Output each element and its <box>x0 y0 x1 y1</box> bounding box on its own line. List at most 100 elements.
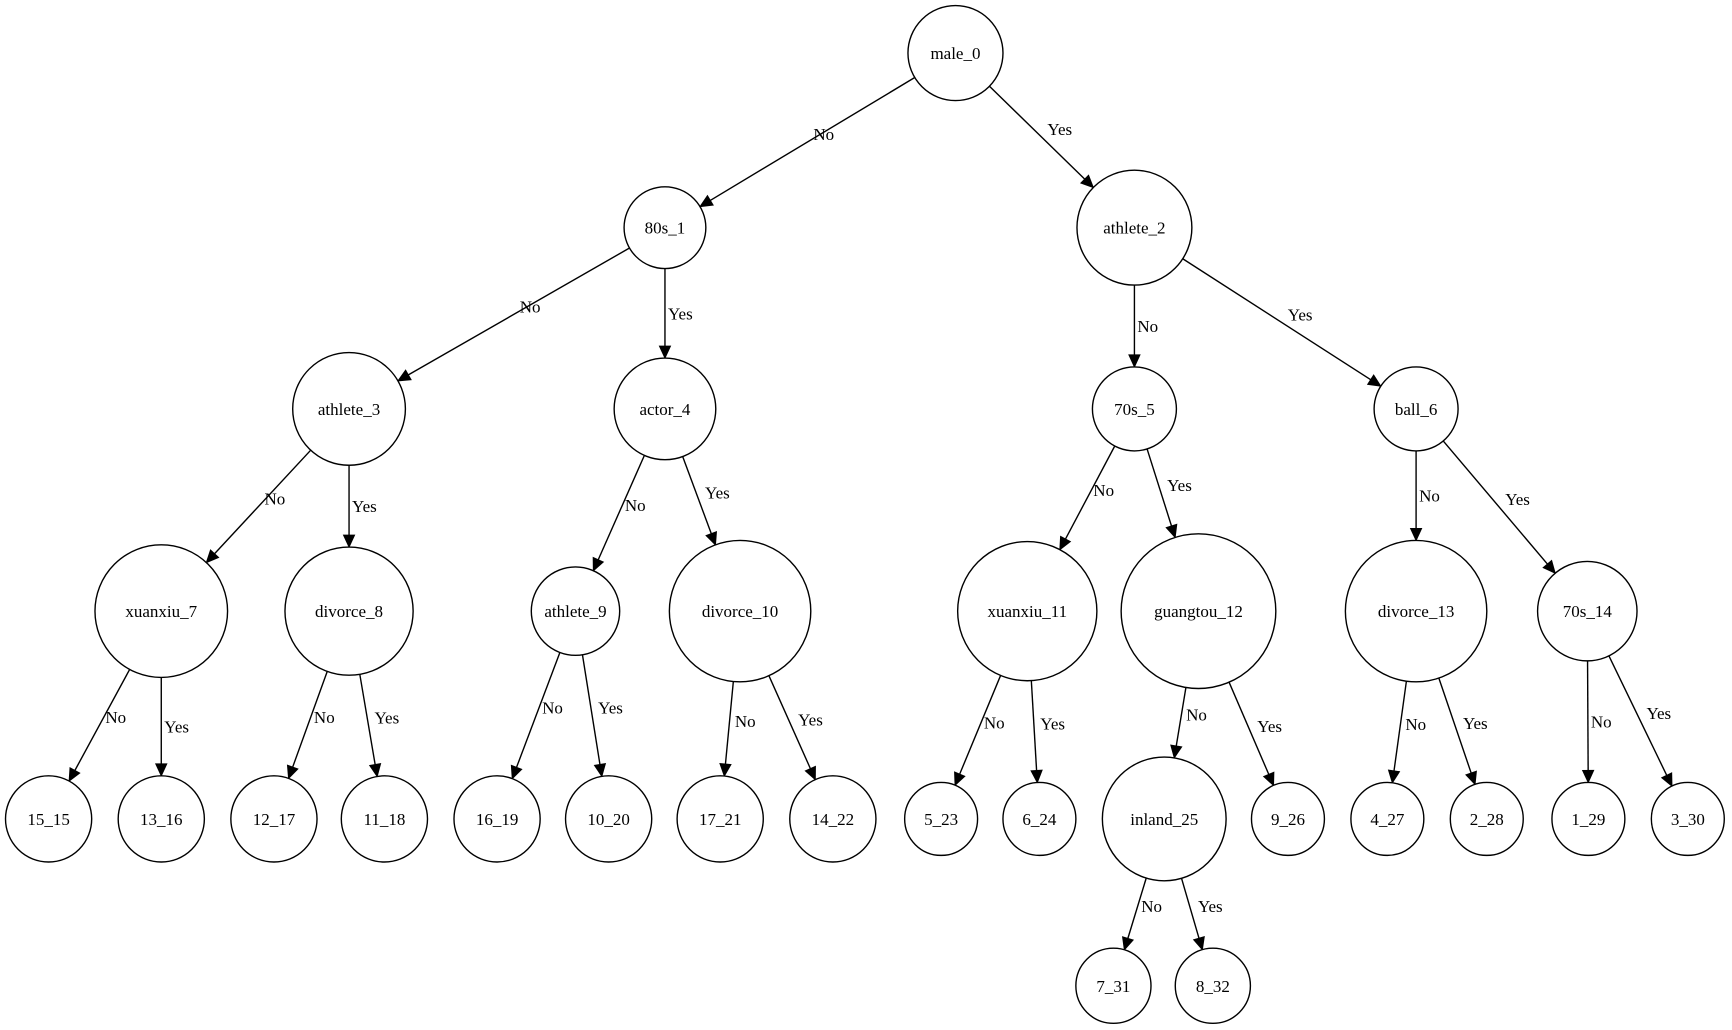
edge-line <box>1608 655 1668 776</box>
edge-line <box>597 455 646 561</box>
node-2-28: 2_28 <box>1449 781 1524 857</box>
arrowhead-icon <box>1465 770 1477 786</box>
arrowhead-icon <box>1542 559 1556 575</box>
node-label: ball_6 <box>1395 400 1438 419</box>
node-circle <box>453 775 541 863</box>
node-label: 11_18 <box>363 810 405 829</box>
arrowhead-icon <box>1192 935 1205 951</box>
node-8-32: 8_32 <box>1174 947 1252 1025</box>
edge-ball-6-to-divorce-13: No <box>1409 450 1440 542</box>
node-circle <box>564 775 653 863</box>
node-divorce-8: divorce_8 <box>284 546 414 676</box>
node-label: 17_21 <box>699 810 742 829</box>
arrowhead-icon <box>1366 374 1382 387</box>
node-circle <box>1002 781 1077 857</box>
edge-male-0-to-athlete-2: Yes <box>988 85 1095 189</box>
edge-line <box>724 681 735 765</box>
arrowhead-icon <box>1122 936 1135 952</box>
node-athlete-3: athlete_3 <box>291 351 407 466</box>
edge-80s-1-to-actor-4: Yes <box>658 268 693 360</box>
node-label: athlete_3 <box>318 400 380 419</box>
edge-label: Yes <box>598 699 623 718</box>
node-label: guangtou_12 <box>1154 602 1243 621</box>
node-label: 14_22 <box>812 810 855 829</box>
node-label: actor_4 <box>639 400 690 419</box>
edge-70s-5-to-xuanxiu-11: No <box>1059 445 1116 551</box>
arrowhead-icon <box>593 763 607 778</box>
edge-label: No <box>625 496 646 515</box>
edge-label: Yes <box>668 304 693 323</box>
node-label: inland_25 <box>1130 810 1198 829</box>
edge-line <box>768 675 812 769</box>
arrowhead-icon <box>698 194 714 208</box>
edge-label: No <box>1186 706 1207 725</box>
arrowhead-icon <box>68 767 81 783</box>
node-label: athlete_2 <box>1103 219 1165 238</box>
node-circle <box>4 775 93 863</box>
arrowhead-icon <box>1409 527 1423 542</box>
edge-line <box>959 675 1002 775</box>
node-3-30: 3_30 <box>1650 781 1725 857</box>
edge-80s-1-to-athlete-3: No <box>396 247 630 382</box>
edge-label: No <box>105 708 126 727</box>
node-label: 15_15 <box>27 810 70 829</box>
node-label: xuanxiu_11 <box>987 602 1067 621</box>
edge-line <box>515 652 561 768</box>
node-13-16: 13_16 <box>117 775 206 863</box>
node-guangtou-12: guangtou_12 <box>1120 533 1277 690</box>
arrowhead-icon <box>396 369 412 382</box>
node-label: 9_26 <box>1271 810 1305 829</box>
edge-inland-25-to-8-32: Yes <box>1180 878 1223 951</box>
edge-label: No <box>520 297 541 316</box>
edge-xuanxiu-7-to-15-15: No <box>68 669 131 783</box>
node-11-18: 11_18 <box>340 775 429 863</box>
edge-label: Yes <box>1198 897 1223 916</box>
node-6-24: 6_24 <box>1002 781 1077 857</box>
edge-line <box>1228 681 1270 775</box>
node-circle <box>1174 947 1252 1025</box>
edge-70s-5-to-guangtou-12: Yes <box>1146 448 1192 539</box>
edge-athlete-9-to-10-20: Yes <box>581 654 623 778</box>
edge-line <box>709 76 916 202</box>
node-12-17: 12_17 <box>230 775 318 863</box>
edge-guangtou-12-to-inland-25: No <box>1170 687 1207 760</box>
node-label: 3_30 <box>1671 810 1705 829</box>
arrowhead-icon <box>1660 772 1673 788</box>
edge-ball-6-to-70s-14: Yes <box>1442 440 1556 575</box>
node-circle <box>1449 781 1524 857</box>
edge-actor-4-to-athlete-9: No <box>592 455 646 572</box>
arrowhead-icon <box>804 765 816 781</box>
node-label: 13_16 <box>140 810 183 829</box>
edge-label: Yes <box>374 708 399 727</box>
node-circle <box>1076 169 1193 286</box>
node-label: 6_24 <box>1022 810 1057 829</box>
edge-line <box>359 674 376 765</box>
edge-label: No <box>735 712 756 731</box>
node-17-21: 17_21 <box>676 775 764 863</box>
node-label: 7_31 <box>1096 977 1130 996</box>
node-15-15: 15_15 <box>4 775 93 863</box>
node-circle <box>903 781 979 857</box>
edge-athlete-9-to-16-19: No <box>510 652 563 780</box>
node-1-29: 1_29 <box>1551 781 1626 857</box>
arrowhead-icon <box>954 771 966 787</box>
edge-guangtou-12-to-9-26: Yes <box>1228 681 1282 787</box>
node-divorce-13: divorce_13 <box>1344 539 1488 683</box>
edge-divorce-8-to-12-17: No <box>286 671 335 780</box>
node-5-23: 5_23 <box>903 781 979 857</box>
node-circle <box>1075 947 1152 1025</box>
arrowhead-icon <box>705 530 717 546</box>
arrowhead-icon <box>1165 523 1178 539</box>
edge-line <box>1438 677 1472 774</box>
edge-label: No <box>542 699 563 718</box>
edge-divorce-13-to-4-27: No <box>1387 681 1426 784</box>
node-circle <box>1344 539 1488 683</box>
node-circle <box>1120 533 1277 690</box>
edge-label: No <box>984 713 1005 732</box>
node-ball-6: ball_6 <box>1373 366 1459 452</box>
edge-line <box>1127 877 1147 939</box>
edge-divorce-8-to-11-18: Yes <box>359 674 399 778</box>
node-14-22: 14_22 <box>789 775 877 863</box>
edge-line <box>988 85 1086 180</box>
